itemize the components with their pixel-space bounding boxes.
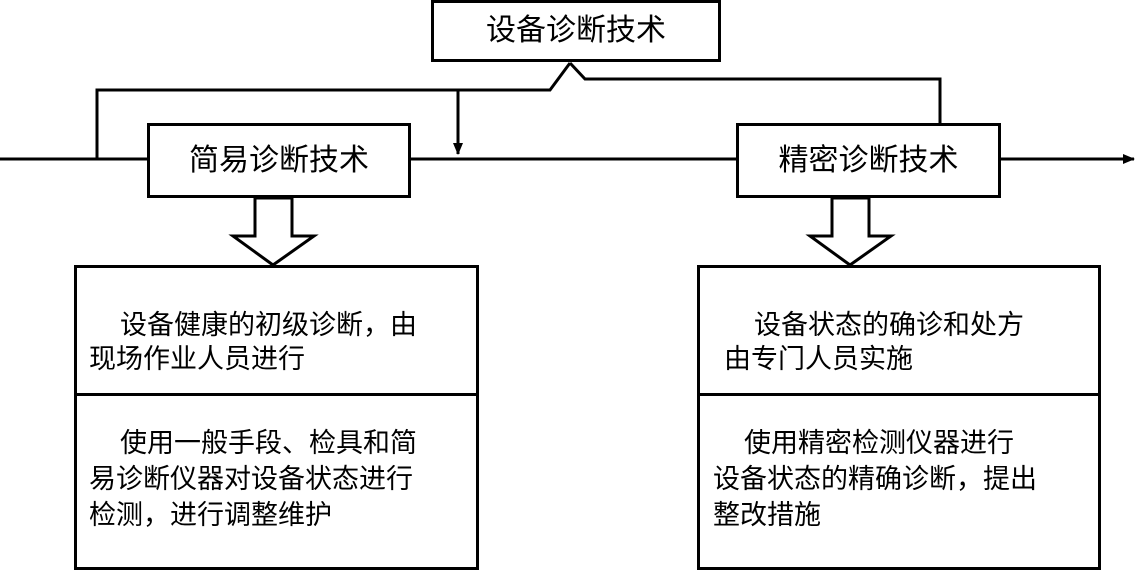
- precise-diagnosis-label: 精密诊断技术: [778, 142, 959, 178]
- precise-method-line-3: 整改措施: [713, 500, 821, 531]
- simple-method-line-2: 易诊断仪器对设备状态进行: [89, 464, 413, 495]
- root-node-label: 设备诊断技术: [486, 13, 666, 48]
- simple-diagnosis-node: 简易诊断技术: [147, 123, 411, 198]
- precise-hollow-down-arrow-icon: [805, 196, 896, 267]
- simple-purpose-line-1: 设备健康的初级诊断，由: [120, 310, 417, 341]
- simple-method-cell: 使用一般手段、检具和简 易诊断仪器对设备状态进行 检测，进行调整维护: [77, 396, 476, 567]
- precise-method-line-2: 设备状态的精确诊断，提出: [713, 464, 1037, 495]
- precise-diagnosis-details: 设备状态的确诊和处方 由专门人员实施 使用精密检测仪器进行 设备状态的精确诊断，…: [697, 265, 1101, 570]
- simple-purpose-cell: 设备健康的初级诊断，由 现场作业人员进行: [77, 268, 476, 396]
- simple-method-line-3: 检测，进行调整维护: [89, 500, 332, 531]
- precise-method-line-1: 使用精密检测仪器进行: [744, 428, 1014, 459]
- precise-diagnosis-node: 精密诊断技术: [736, 123, 1001, 198]
- root-to-simple-feedback-arrow-icon: [95, 62, 572, 159]
- precise-purpose-line-1: 设备状态的确诊和处方: [754, 310, 1024, 341]
- simple-purpose-line-2: 现场作业人员进行: [89, 344, 305, 375]
- root-to-precise-connector: [568, 61, 942, 123]
- simple-diagnosis-details: 设备健康的初级诊断，由 现场作业人员进行 使用一般手段、检具和简 易诊断仪器对设…: [74, 265, 479, 570]
- simple-method-line-1: 使用一般手段、检具和简: [120, 428, 417, 459]
- precise-purpose-line-2: 由专门人员实施: [724, 344, 913, 375]
- root-node: 设备诊断技术: [431, 0, 721, 62]
- simple-hollow-down-arrow-icon: [228, 196, 319, 267]
- precise-purpose-cell: 设备状态的确诊和处方 由专门人员实施: [700, 268, 1098, 396]
- precise-method-cell: 使用精密检测仪器进行 设备状态的精确诊断，提出 整改措施: [700, 396, 1098, 567]
- simple-diagnosis-label: 简易诊断技术: [189, 142, 369, 178]
